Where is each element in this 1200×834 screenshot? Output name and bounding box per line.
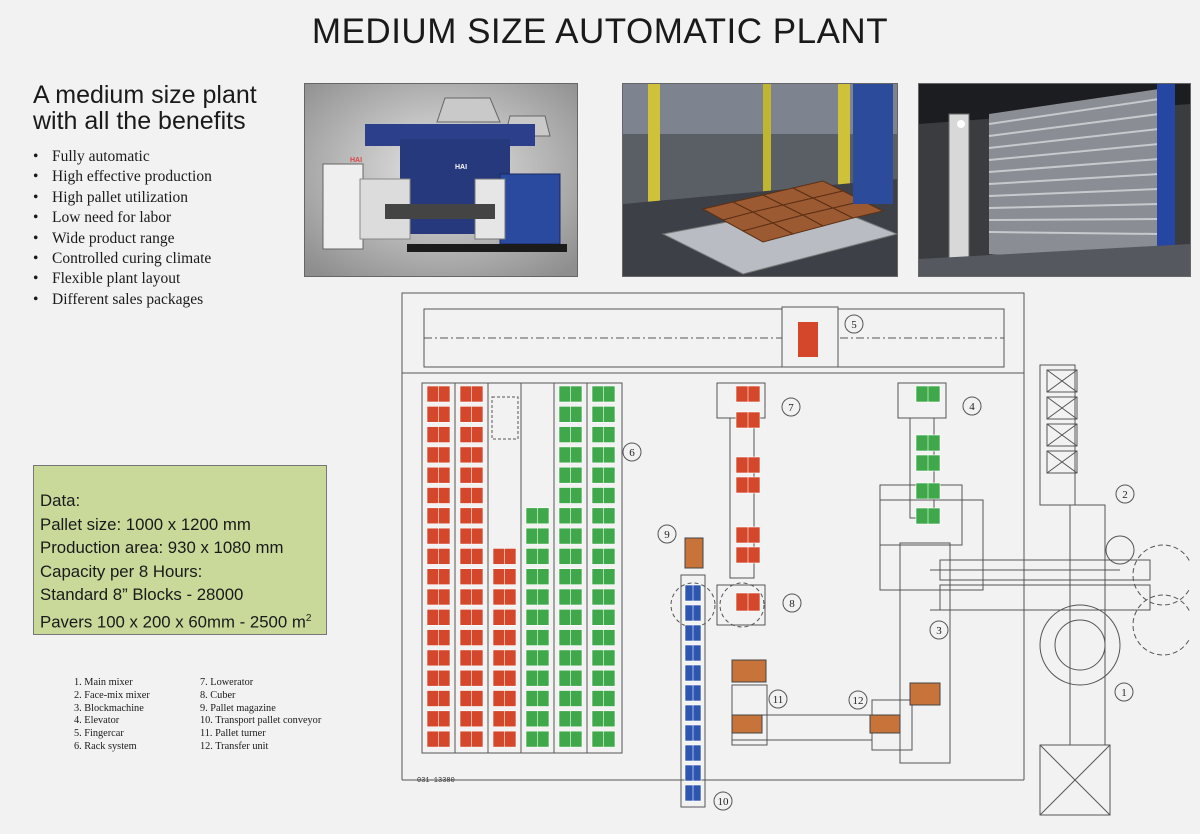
legend-right: 7. Lowerator 8. Cuber 9. Pallet magazine… xyxy=(200,677,321,754)
legend-item: 11. Pallet turner xyxy=(200,728,266,740)
headline-line-2: with all the benefits xyxy=(33,107,246,135)
label-2: 2 xyxy=(1122,489,1128,501)
production-area: Production area: 930 x 1080 mm xyxy=(40,538,284,558)
benefit-item: Different sales packages xyxy=(33,290,212,310)
label-12: 12 xyxy=(853,695,864,707)
headline-line-1: A medium size plant xyxy=(33,81,257,109)
benefits-list: Fully automatic High effective productio… xyxy=(33,147,212,310)
label-9: 9 xyxy=(664,529,670,541)
legend-item: 12. Transfer unit xyxy=(200,740,269,752)
legend-left: 1. Main mixer 2. Face-mix mixer 3. Block… xyxy=(74,677,150,754)
pallet-magazine-stack xyxy=(684,537,704,569)
legend-item: 4. Elevator xyxy=(74,715,120,727)
legend-item: 2. Face-mix mixer xyxy=(74,689,150,701)
machine-logo-secondary: HAI xyxy=(350,157,362,164)
headline: A medium size plant with all the benefit… xyxy=(33,82,257,134)
pavers-text: Pavers 100 x 200 x 60mm - 2500 m xyxy=(40,612,306,632)
label-8: 8 xyxy=(789,598,795,610)
capacity-blocks: Standard 8” Blocks - 28000 xyxy=(40,585,244,605)
benefit-item: Wide product range xyxy=(33,229,212,249)
label-1: 1 xyxy=(1121,687,1127,699)
benefit-item: Fully automatic xyxy=(33,147,212,167)
label-11: 11 xyxy=(773,694,784,706)
benefit-item: High effective production xyxy=(33,167,212,187)
benefit-item: High pallet utilization xyxy=(33,188,212,208)
legend-item: 5. Fingercar xyxy=(74,728,124,740)
line-pallets xyxy=(684,385,941,802)
benefit-item: Controlled curing climate xyxy=(33,249,212,269)
machine-photo: HAI HAI xyxy=(304,83,578,277)
capacity-heading: Capacity per 8 Hours: xyxy=(40,561,203,581)
data-box: Data: Pallet size: 1000 x 1200 mm Produc… xyxy=(33,465,327,635)
label-6: 6 xyxy=(629,447,635,459)
data-heading: Data: xyxy=(40,491,81,510)
pavers-photo xyxy=(622,83,898,277)
label-4: 4 xyxy=(969,401,975,413)
legend-item: 6. Rack system xyxy=(74,740,137,752)
machine-logo: HAI xyxy=(455,164,467,171)
legend-item: 10. Transport pallet conveyor xyxy=(200,715,322,727)
pavers-unit-superscript: 2 xyxy=(305,612,312,624)
fingercar-load xyxy=(798,322,818,357)
legend-item: 3. Blockmachine xyxy=(74,702,144,714)
label-10: 10 xyxy=(718,796,730,808)
benefit-item: Flexible plant layout xyxy=(33,269,212,289)
legend-item: 1. Main mixer xyxy=(74,677,133,688)
legend-item: 7. Lowerator xyxy=(200,677,254,688)
drawing-number: 031-13380 xyxy=(417,777,455,785)
label-7: 7 xyxy=(788,402,794,414)
capacity-pavers: Pavers 100 x 200 x 60mm - 2500 m2 xyxy=(40,607,326,634)
legend-item: 8. Cuber xyxy=(200,689,236,701)
rack-photo xyxy=(918,83,1191,277)
page-title: MEDIUM SIZE AUTOMATIC PLANT xyxy=(311,12,889,51)
label-3: 3 xyxy=(936,625,942,637)
pallet-size: Pallet size: 1000 x 1200 mm xyxy=(40,514,251,534)
legend-item: 9. Pallet magazine xyxy=(200,702,276,714)
rack-pallets xyxy=(426,385,616,748)
product-block xyxy=(909,682,941,706)
plant-layout-drawing: 5 6 7 4 2 9 8 3 1 11 12 10 xyxy=(401,292,1190,816)
product-block xyxy=(869,714,901,734)
benefit-item: Low need for labor xyxy=(33,208,212,228)
product-block xyxy=(731,714,763,734)
label-5: 5 xyxy=(851,319,857,331)
product-block xyxy=(731,659,767,683)
